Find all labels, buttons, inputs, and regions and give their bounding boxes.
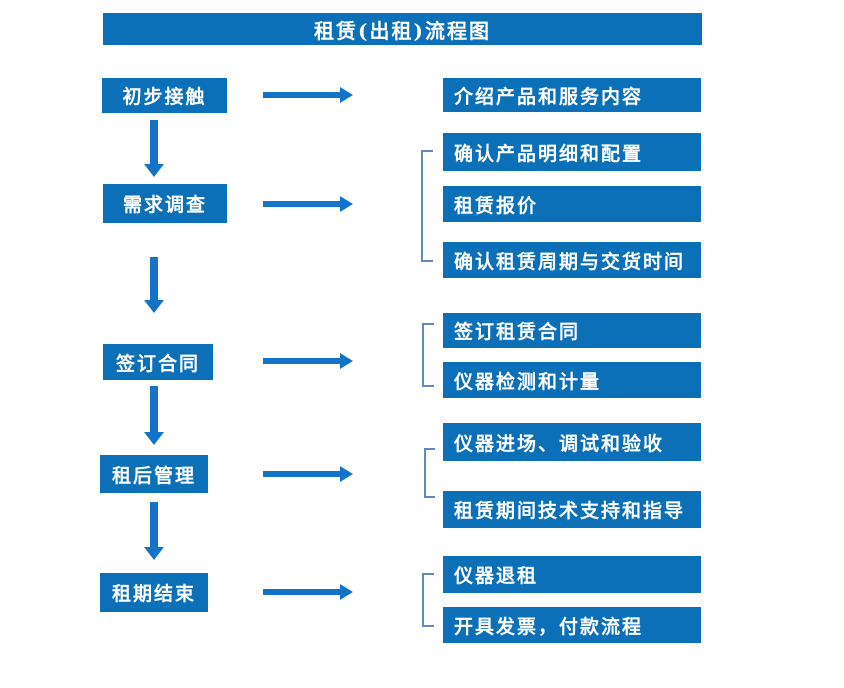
output-label: 租赁期间技术支持和指导 (454, 500, 686, 522)
output-box-rental-quotation: 租赁报价 (443, 186, 701, 222)
output-box-confirm-rental-period: 确认租赁周期与交货时间 (443, 242, 701, 278)
flowchart-title-bar: 租赁(出租)流程图 (103, 13, 702, 45)
output-box-instrument-testing: 仪器检测和计量 (443, 362, 701, 398)
output-label: 签订租赁合同 (454, 321, 581, 343)
group-bracket-post-rental (424, 448, 435, 498)
down-arrow-shaft (150, 386, 158, 432)
output-label: 仪器退租 (454, 565, 539, 587)
output-box-invoice-payment: 开具发票，付款流程 (443, 607, 701, 643)
right-arrow-shaft (263, 589, 341, 595)
stage-label: 签订合同 (115, 352, 200, 375)
right-arrow-head (340, 196, 353, 212)
right-arrow-shaft (263, 358, 341, 364)
down-arrow-head (144, 300, 164, 313)
down-arrow-head (144, 164, 164, 177)
down-arrow-shaft (150, 120, 158, 164)
output-box-instrument-arrival: 仪器进场、调试和验收 (443, 423, 701, 461)
group-bracket-demand-survey (421, 150, 433, 262)
right-arrow-head (340, 584, 353, 600)
output-label: 确认产品明细和配置 (454, 142, 644, 165)
down-arrow-3 (144, 386, 164, 445)
stage-label: 租期结束 (111, 583, 196, 605)
right-arrow-5 (263, 584, 353, 600)
output-label: 介绍产品和服务内容 (454, 85, 644, 108)
stage-label: 租后管理 (111, 464, 196, 487)
output-label: 仪器进场、调试和验收 (454, 432, 665, 455)
output-box-sign-rental-contract: 签订租赁合同 (443, 313, 701, 348)
stage-label: 需求调查 (122, 194, 207, 216)
output-box-confirm-product-details: 确认产品明细和配置 (443, 133, 701, 171)
output-label: 租赁报价 (454, 194, 539, 217)
right-arrow-shaft (263, 92, 341, 98)
down-arrow-2 (144, 257, 164, 313)
stage-box-post-rental-management: 租后管理 (100, 455, 208, 493)
right-arrow-head (340, 353, 353, 369)
output-label: 开具发票，付款流程 (454, 615, 644, 638)
right-arrow-shaft (263, 471, 341, 477)
stage-label: 初步接触 (122, 86, 207, 108)
right-arrow-head (340, 87, 353, 103)
right-arrow-4 (263, 466, 353, 482)
group-bracket-rental-end (422, 573, 434, 627)
right-arrow-head (340, 466, 353, 482)
stage-box-demand-survey: 需求调查 (103, 184, 227, 223)
stage-box-rental-end: 租期结束 (100, 573, 208, 612)
right-arrow-1 (263, 87, 353, 103)
group-bracket-sign-contract (422, 323, 434, 387)
down-arrow-4 (144, 502, 164, 560)
output-label: 仪器检测和计量 (454, 370, 602, 393)
stage-box-initial-contact: 初步接触 (102, 78, 227, 113)
output-label: 确认租赁周期与交货时间 (454, 250, 686, 273)
output-box-technical-support: 租赁期间技术支持和指导 (443, 491, 701, 528)
down-arrow-shaft (150, 257, 158, 300)
down-arrow-1 (144, 120, 164, 177)
output-box-introduce-products: 介绍产品和服务内容 (443, 78, 701, 112)
flowchart-title: 租赁(出租)流程图 (314, 18, 491, 43)
stage-box-sign-contract: 签订合同 (103, 344, 213, 380)
down-arrow-shaft (150, 502, 158, 547)
right-arrow-3 (263, 353, 353, 369)
down-arrow-head (144, 432, 164, 445)
right-arrow-shaft (263, 201, 341, 207)
down-arrow-head (144, 547, 164, 560)
right-arrow-2 (263, 196, 353, 212)
output-box-instrument-return: 仪器退租 (443, 556, 701, 593)
